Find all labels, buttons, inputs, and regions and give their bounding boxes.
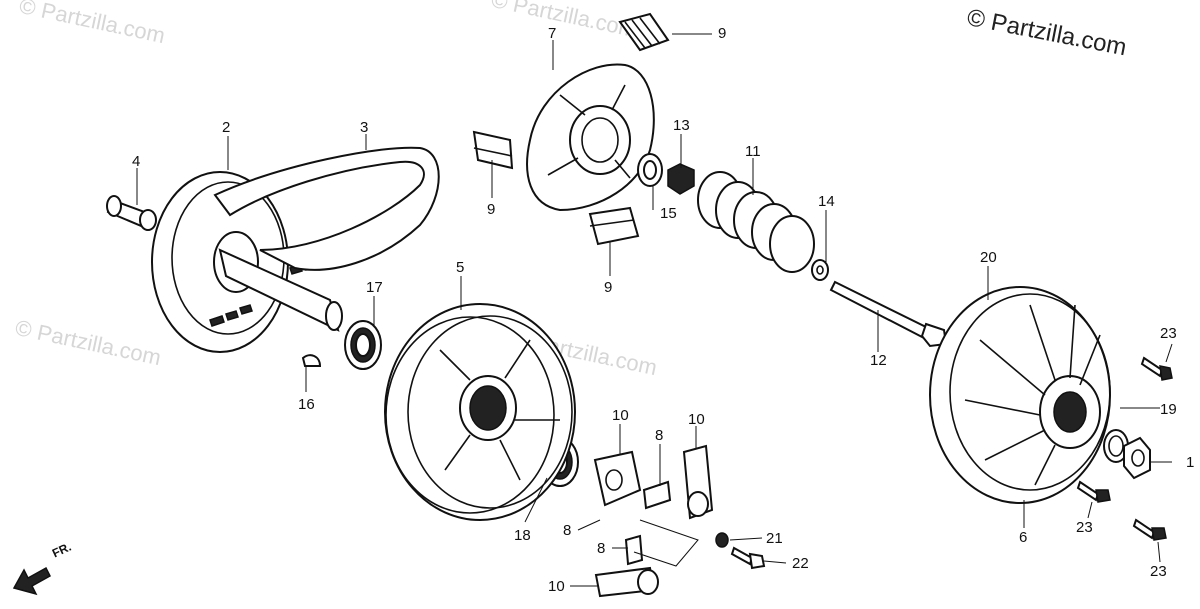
callout-11: 11: [745, 143, 761, 160]
callout-10: 10: [548, 578, 565, 595]
callout-2: 2: [222, 119, 230, 136]
part-21-washer[interactable]: [715, 532, 729, 548]
callout-23: 23: [1160, 325, 1177, 342]
callout-9: 9: [487, 201, 495, 218]
callout-10: 10: [612, 407, 629, 424]
part-13-nut[interactable]: [667, 163, 695, 195]
part-12-long-bolt[interactable]: [829, 280, 948, 348]
callout-4: 4: [132, 153, 140, 170]
callout-8: 8: [655, 427, 663, 444]
part-23-bolt[interactable]: [1076, 480, 1111, 503]
part-14-washer[interactable]: [811, 259, 829, 281]
part-9-slider-right[interactable]: [588, 206, 640, 246]
leader-lines: [136, 33, 1173, 587]
callout-14: 14: [818, 193, 835, 210]
callout-17: 17: [366, 279, 383, 296]
part-2-drive-pulley[interactable]: [151, 171, 343, 353]
part-10-clutch-shoe-left[interactable]: [593, 450, 642, 507]
callout-23: 23: [1076, 519, 1093, 536]
part-17-seal[interactable]: [344, 320, 382, 370]
part-1-nut[interactable]: [1123, 436, 1151, 480]
part-16-woodruff-key[interactable]: [301, 354, 322, 367]
callout-16: 16: [298, 396, 315, 413]
part-22-bolt[interactable]: [730, 546, 766, 570]
callout-10: 10: [688, 411, 705, 428]
callout-9: 9: [604, 279, 612, 296]
front-direction-arrow-icon: [12, 566, 51, 596]
part-11-spring[interactable]: [697, 171, 815, 273]
part-20-driven-face[interactable]: [929, 286, 1111, 504]
callout-labels: 1 2 3 4 5 6 7 8 8 8 9 9 9 10 10 10 11 12…: [132, 25, 1194, 595]
callout-23: 23: [1150, 563, 1167, 580]
callout-8: 8: [563, 522, 571, 539]
part-5-clutch-drum[interactable]: [384, 303, 576, 521]
callout-19: 19: [1160, 401, 1177, 418]
part-23-bolt[interactable]: [1140, 356, 1173, 381]
part-15-washer[interactable]: [637, 153, 663, 187]
part-9-roller-top[interactable]: [618, 12, 670, 52]
callout-1: 1: [1186, 454, 1194, 471]
callout-15: 15: [660, 205, 677, 222]
callout-20: 20: [980, 249, 997, 266]
part-3-drive-belt[interactable]: [213, 146, 440, 271]
callout-3: 3: [360, 119, 368, 136]
part-10-clutch-shoe-bottom[interactable]: [594, 566, 659, 598]
callout-22: 22: [792, 555, 809, 572]
callout-18: 18: [514, 527, 531, 544]
callout-9: 9: [718, 25, 726, 42]
part-7-ramp-plate[interactable]: [526, 63, 655, 212]
part-9-slider-left[interactable]: [472, 130, 514, 170]
callout-6: 6: [1019, 529, 1027, 546]
callout-8: 8: [597, 540, 605, 557]
part-10-clutch-shoe-right[interactable]: [682, 444, 714, 520]
callout-13: 13: [673, 117, 690, 134]
callout-21: 21: [766, 530, 783, 547]
part-4-collar-bolt[interactable]: [106, 195, 157, 231]
callout-12: 12: [870, 352, 887, 369]
part-23-bolt[interactable]: [1132, 518, 1167, 541]
callout-7: 7: [548, 25, 556, 42]
callout-5: 5: [456, 259, 464, 276]
